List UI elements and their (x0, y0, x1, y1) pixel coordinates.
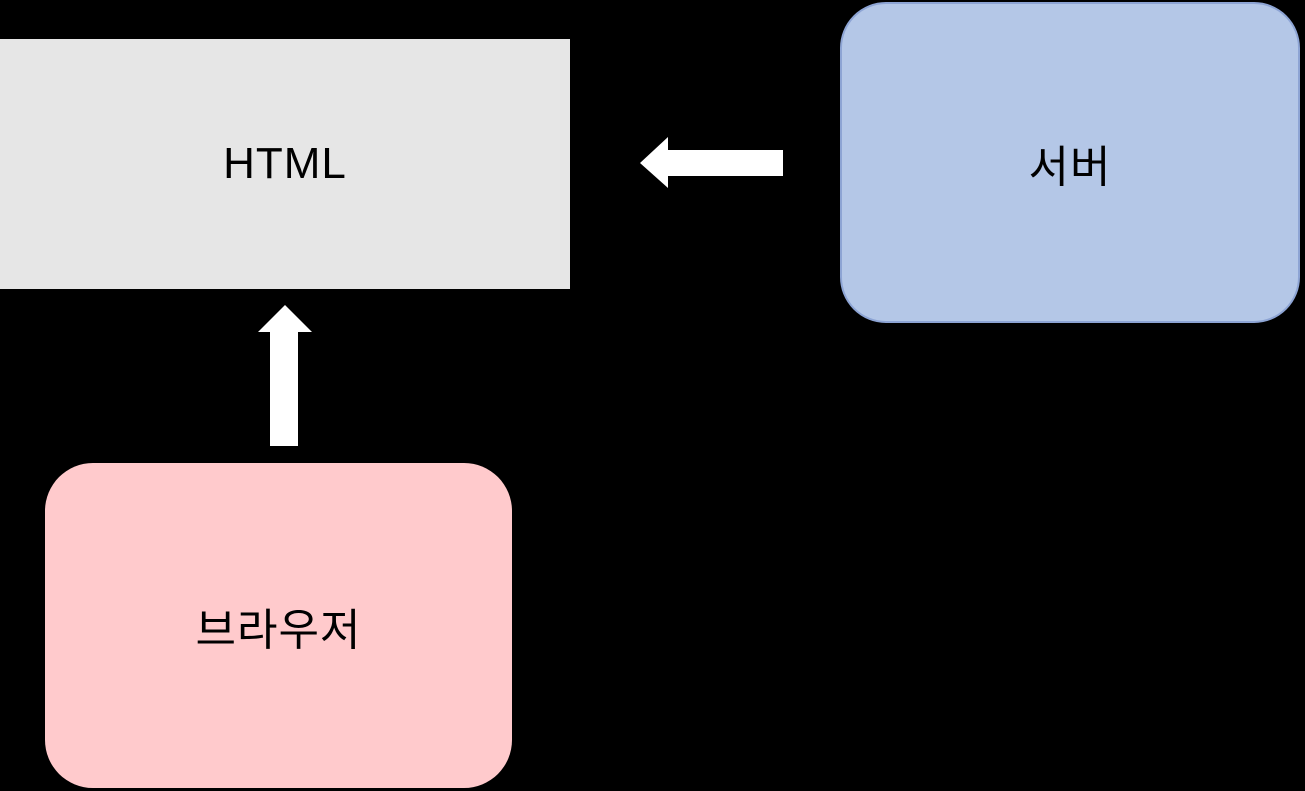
node-server: 서버 (840, 2, 1300, 323)
arrow-up-icon (258, 305, 312, 446)
node-browser-label: 브라우저 (195, 605, 362, 655)
arrow-left-icon (640, 137, 783, 188)
node-html: HTML (0, 39, 570, 289)
node-browser: 브라우저 (45, 463, 512, 788)
node-server-label: 서버 (1028, 142, 1112, 192)
node-html-label: HTML (223, 139, 347, 188)
